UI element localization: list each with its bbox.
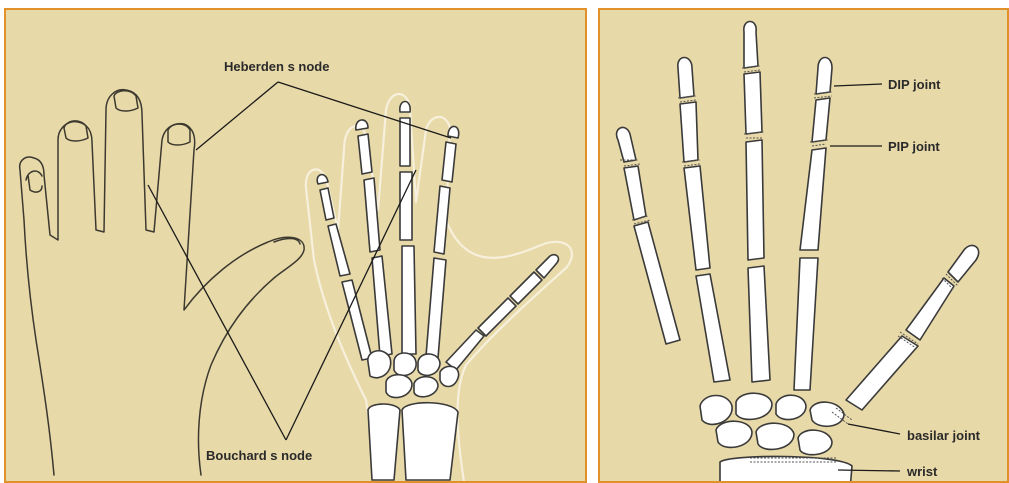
basilar-joint-label: basilar joint [907,428,980,443]
basilar-leader [848,424,900,434]
hand-outline [20,90,304,475]
heberden-leader-left [196,82,278,150]
hand-skeleton [317,102,558,481]
wrist-label: wrist [907,464,937,479]
pip-joint-label: PIP joint [888,139,940,154]
bouchard-leader-right [286,170,416,440]
bouchards-node-label: Bouchard s node [206,448,312,463]
heberden-leader-right [278,82,451,138]
dip-leader [834,84,882,86]
dip-joint-label: DIP joint [888,77,940,92]
right-panel: DIP joint PIP joint basilar joint wrist [598,8,1009,483]
bouchard-leader-left [148,185,286,440]
hand-outline-and-skeleton-illustration [6,10,587,483]
hand-bone-joints-illustration [600,10,1009,483]
left-panel: Heberden s node Bouchard s node [4,8,587,483]
heberdens-node-label: Heberden s node [224,59,329,74]
